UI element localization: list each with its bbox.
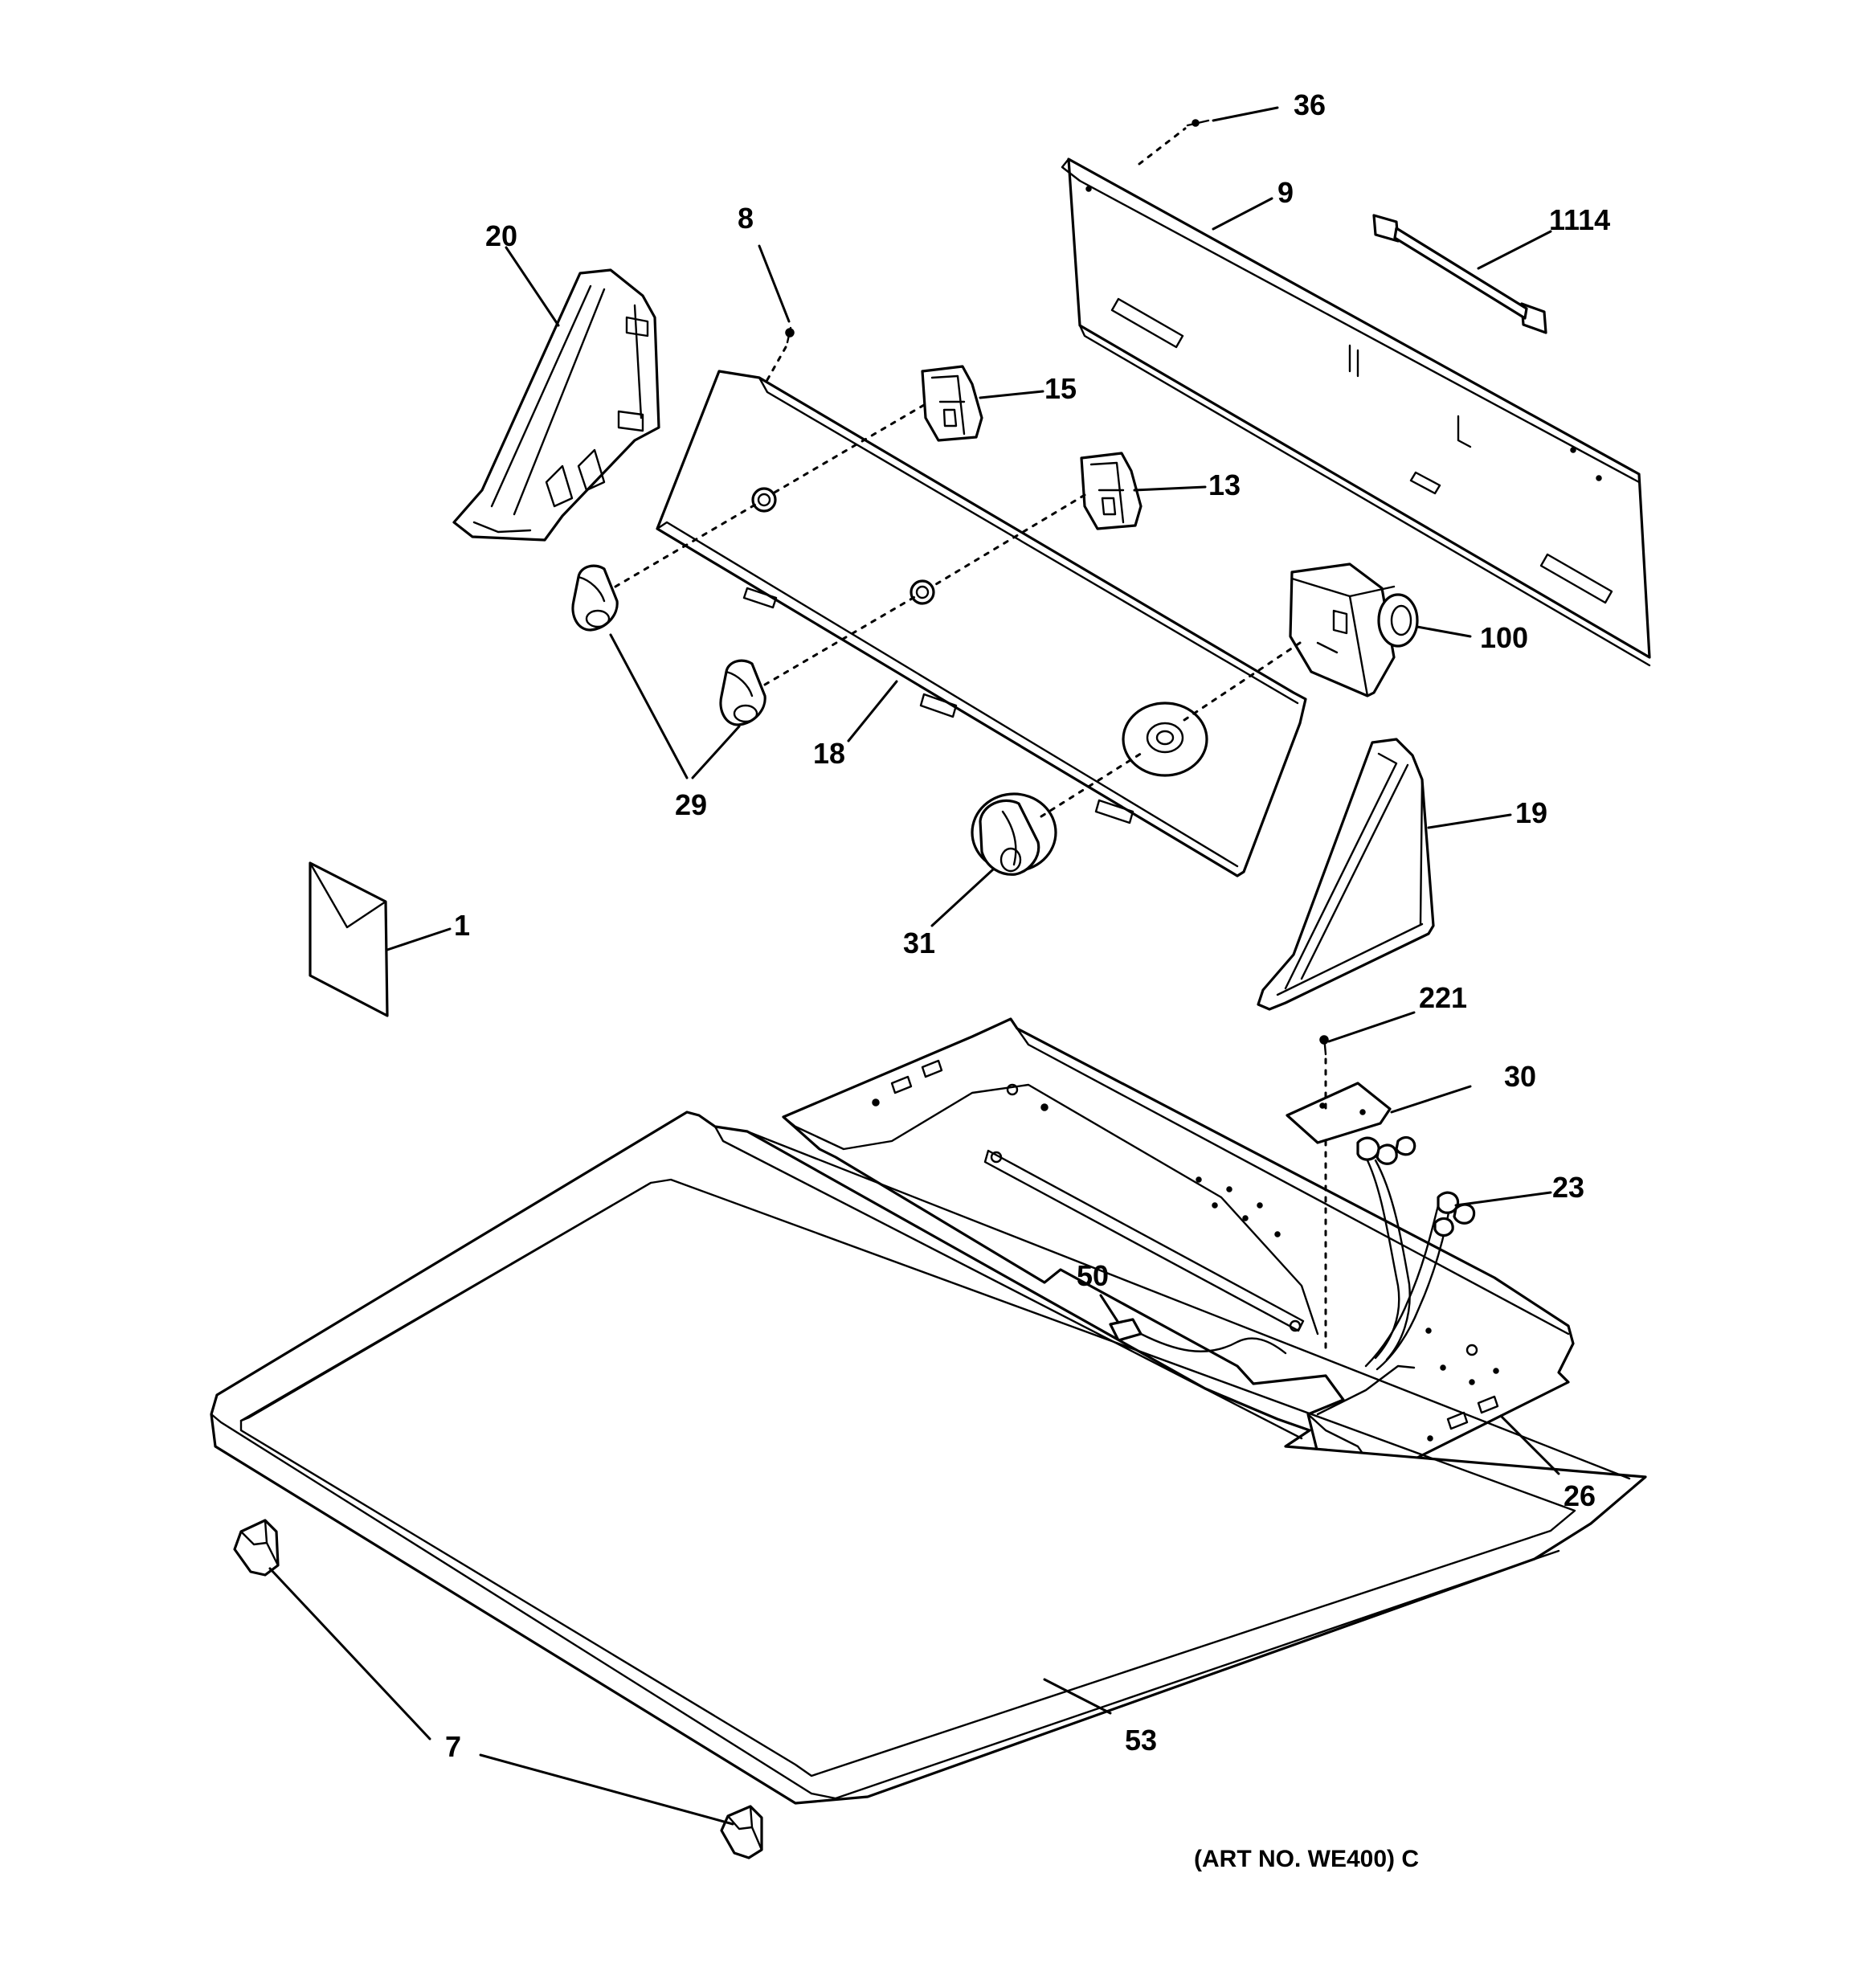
callout-26: 26 — [1564, 1479, 1596, 1512]
callout-1: 1 — [454, 909, 470, 942]
art-number: (ART NO. WE400) C — [1194, 1846, 1419, 1872]
callout-100: 100 — [1480, 621, 1528, 654]
part-18-control-panel — [656, 370, 1307, 877]
part-7-clip-lower — [720, 1805, 763, 1859]
part-1114-bracket — [1372, 214, 1547, 334]
part-29-knob-lower — [719, 659, 766, 726]
callout-30: 30 — [1504, 1060, 1536, 1093]
callout-19: 19 — [1515, 796, 1547, 829]
part-8-screw — [785, 326, 795, 344]
callout-20: 20 — [485, 219, 517, 252]
callout-15: 15 — [1044, 372, 1077, 405]
part-36-screw — [1186, 119, 1210, 127]
callout-7: 7 — [445, 1730, 461, 1763]
callout-13: 13 — [1208, 468, 1241, 501]
callout-29: 29 — [675, 788, 707, 821]
callout-36: 36 — [1294, 88, 1326, 121]
callout-221: 221 — [1419, 981, 1467, 1014]
part-1-literature — [309, 861, 389, 1017]
part-20-left-end-cap — [452, 268, 660, 542]
part-29-knob-upper — [571, 564, 619, 632]
part-53-top-cover — [210, 1111, 1647, 1805]
callout-8: 8 — [738, 202, 754, 235]
part-9-back-panel — [1061, 157, 1651, 667]
callout-18: 18 — [813, 737, 845, 770]
part-7-clip-upper — [233, 1519, 280, 1577]
part-15-switch — [921, 365, 983, 442]
part-19-right-end-cap — [1257, 738, 1435, 1011]
callout-50: 50 — [1077, 1259, 1109, 1292]
assembly-alignment-lines — [614, 127, 1327, 1352]
part-100-timer — [1289, 562, 1419, 697]
callout-1114: 1114 — [1549, 203, 1610, 236]
part-221-screw — [1319, 1035, 1329, 1056]
callout-leader-lines — [268, 106, 1560, 1826]
callout-23: 23 — [1552, 1171, 1584, 1204]
callout-9: 9 — [1277, 176, 1294, 209]
part-50-sensor — [1109, 1318, 1287, 1355]
callout-labels: 36 9 1114 8 20 15 13 100 18 29 19 1 31 2… — [445, 88, 1610, 1872]
callout-31: 31 — [903, 927, 935, 959]
part-23-wire-harness — [1356, 1136, 1476, 1371]
callout-53: 53 — [1125, 1724, 1157, 1757]
part-13-switch — [1080, 452, 1143, 530]
part-30-plate — [1286, 1082, 1392, 1144]
part-31-timer-knob — [971, 792, 1057, 876]
